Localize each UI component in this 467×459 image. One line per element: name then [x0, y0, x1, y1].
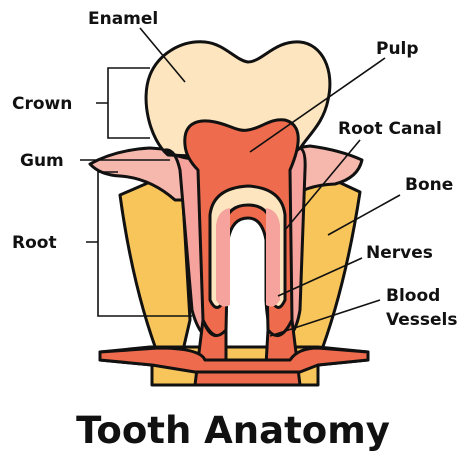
label-nerves: Nerves	[366, 243, 433, 263]
label-enamel: Enamel	[88, 9, 158, 29]
label-bone: Bone	[405, 175, 453, 195]
label-root: Root	[12, 233, 57, 253]
label-blood: Blood	[386, 286, 440, 306]
diagram-title: Tooth Anatomy	[76, 409, 390, 452]
crown-bracket	[96, 68, 150, 138]
canal-left-light	[216, 208, 230, 307]
label-root-canal: Root Canal	[338, 119, 442, 139]
label-gum: Gum	[20, 151, 64, 171]
bone-left	[120, 182, 190, 372]
canal-right-light	[266, 208, 280, 307]
label-vessels: Vessels	[386, 310, 457, 330]
label-crown: Crown	[12, 94, 72, 114]
label-pulp: Pulp	[376, 39, 419, 59]
